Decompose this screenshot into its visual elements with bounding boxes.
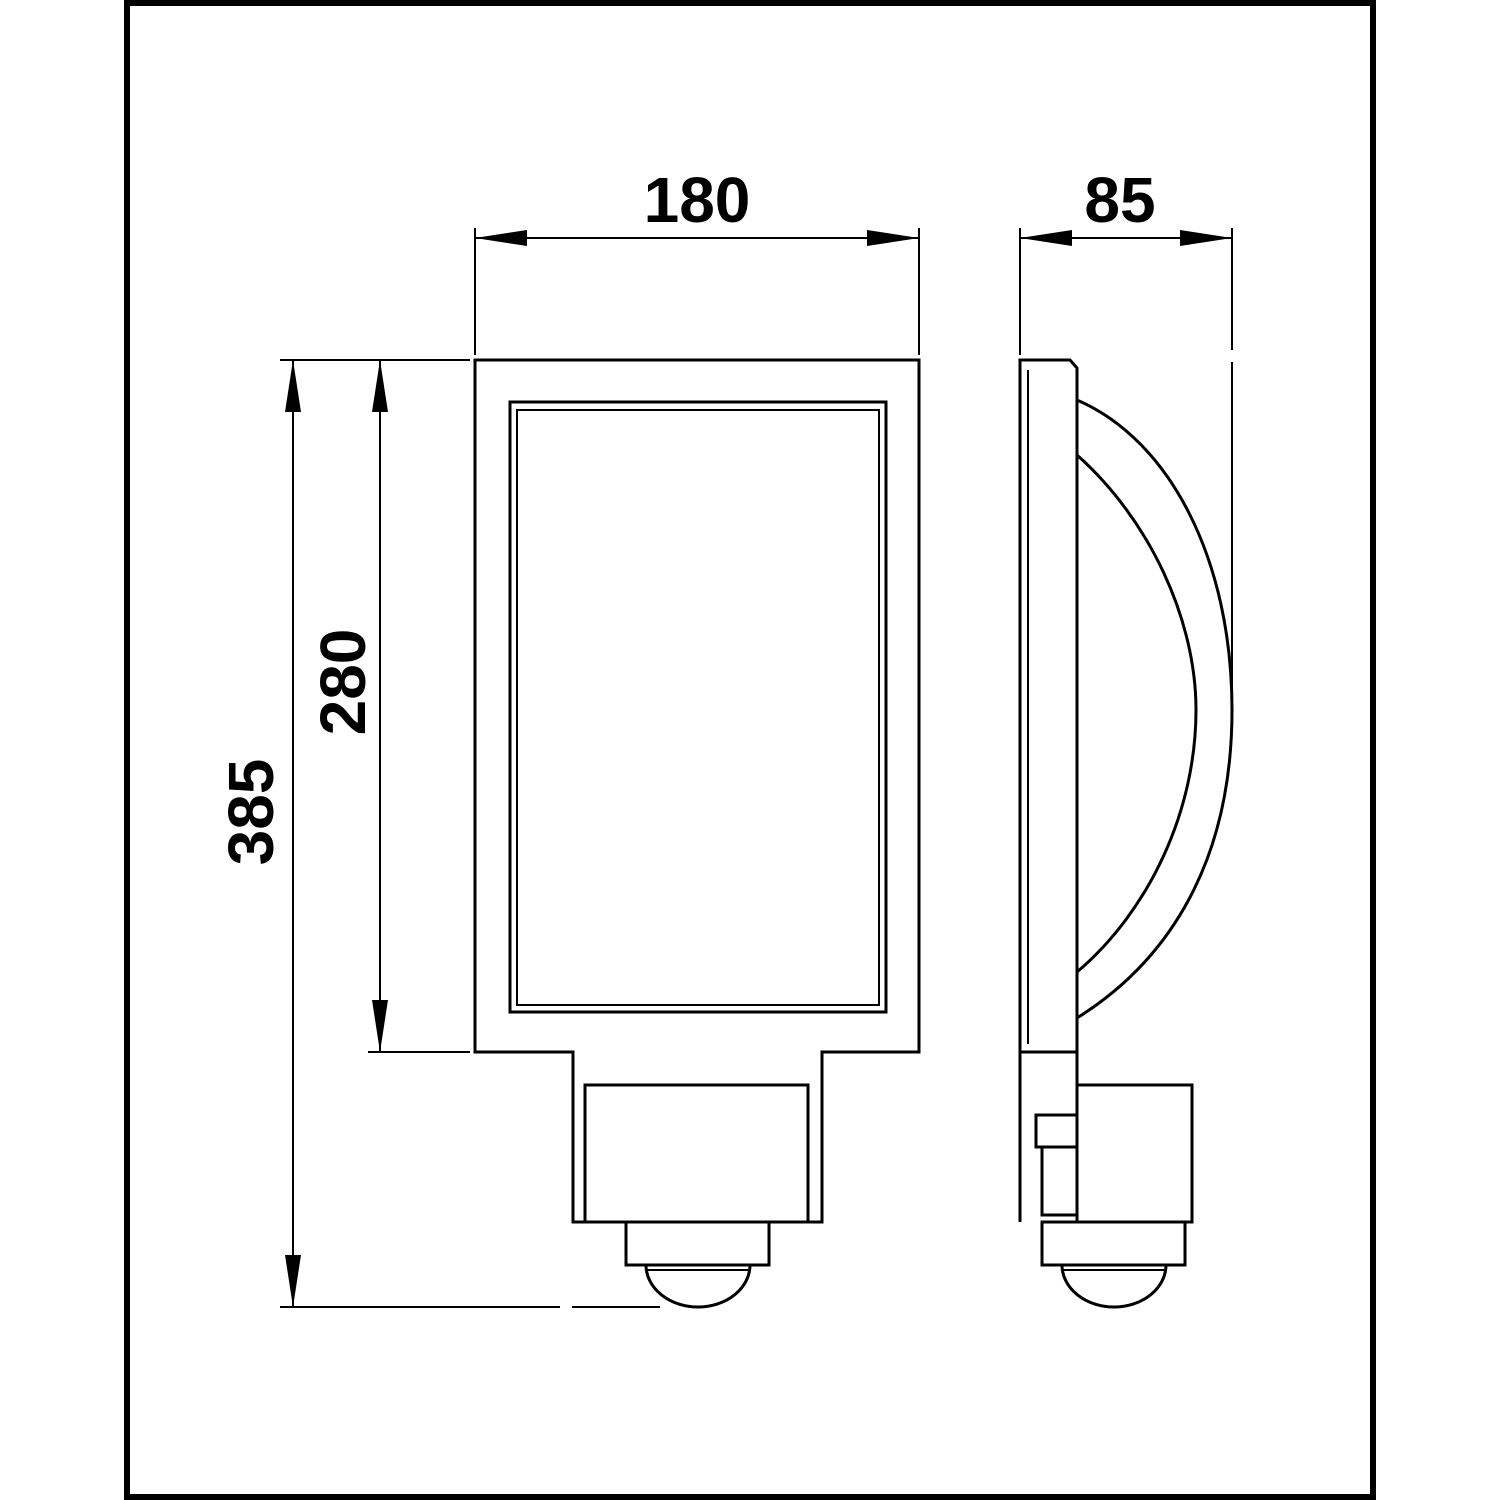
width-arrow-right	[867, 230, 919, 246]
side-diffuser-inner	[1076, 453, 1198, 974]
front-view	[473, 358, 921, 1309]
dimension-height-total: 385	[215, 359, 560, 1308]
front-lamp-panel	[508, 400, 888, 1014]
depth-arrow-right	[1180, 230, 1232, 246]
side-sensor-lens	[1060, 1264, 1168, 1309]
height-body-label: 280	[307, 629, 379, 736]
side-mount-bracket	[1034, 1113, 1079, 1149]
side-sensor-housing	[1075, 1083, 1194, 1224]
height-total-label: 385	[215, 759, 287, 866]
width-arrow-left	[475, 230, 527, 246]
dimension-depth: 85	[1019, 164, 1233, 690]
side-sensor-base	[1040, 1220, 1187, 1267]
drawing-frame	[124, 0, 1376, 1500]
depth-arrow-left	[1020, 230, 1072, 246]
width-label: 180	[644, 164, 751, 236]
height-total-arrow-bottom	[285, 1255, 301, 1307]
side-mount-block	[1040, 1145, 1079, 1217]
front-sensor-base	[624, 1220, 771, 1267]
height-body-arrow-top	[372, 360, 388, 412]
front-housing-outline	[473, 358, 921, 1224]
height-total-arrow-top	[285, 360, 301, 412]
front-sensor-lens	[644, 1264, 752, 1309]
front-sensor-housing	[583, 1083, 810, 1224]
side-view	[1018, 358, 1234, 1309]
height-body-arrow-bottom	[372, 1000, 388, 1052]
depth-label: 85	[1084, 164, 1155, 236]
front-glass-pane	[516, 409, 880, 1006]
dimension-height-body: 280	[307, 360, 470, 1053]
dimension-width: 180	[474, 164, 920, 355]
side-neck	[1020, 1050, 1079, 1085]
side-diffuser-outer	[1076, 398, 1234, 1020]
